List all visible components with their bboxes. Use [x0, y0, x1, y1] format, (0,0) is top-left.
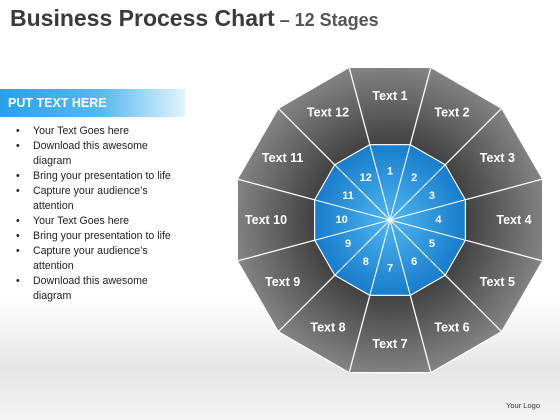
bullet-item: Capture your audience’s attention	[14, 244, 184, 274]
inner-label-1: 1	[387, 166, 393, 178]
inner-label-12: 12	[360, 172, 372, 184]
bullet-item: Download this awesome diagram	[14, 139, 184, 169]
outer-label-11: Text 11	[262, 151, 304, 165]
outer-label-2: Text 2	[434, 106, 469, 120]
sidebar-header: PUT TEXT HERE	[0, 89, 185, 117]
outer-label-10: Text 10	[245, 213, 287, 227]
outer-label-12: Text 12	[307, 106, 349, 120]
title-suffix: – 12 Stages	[274, 10, 379, 30]
bullet-item: Capture your audience’s attention	[14, 184, 184, 214]
outer-label-5: Text 5	[480, 275, 515, 289]
bullet-item: Download this awesome diagram	[14, 274, 184, 304]
outer-label-8: Text 8	[310, 320, 345, 334]
process-wheel-diagram: Text 1 Text 2 Text 3 Text 4 Text 5 Text 6 Text…	[236, 66, 544, 374]
outer-label-4: Text 4	[496, 213, 531, 227]
outer-label-3: Text 3	[480, 151, 515, 165]
bullet-item: Your Text Goes here	[14, 124, 184, 139]
slide-title: Business Process Chart – 12 Stages	[10, 5, 379, 32]
bullet-item: Bring your presentation to life	[14, 169, 184, 184]
inner-label-7: 7	[387, 262, 393, 274]
bullet-item: Bring your presentation to life	[14, 229, 184, 244]
inner-label-5: 5	[429, 238, 435, 250]
inner-label-2: 2	[411, 172, 417, 184]
outer-label-7: Text 7	[372, 337, 407, 351]
inner-label-3: 3	[429, 190, 435, 202]
inner-label-8: 8	[363, 256, 369, 268]
inner-label-4: 4	[435, 214, 442, 226]
inner-label-6: 6	[411, 256, 417, 268]
inner-label-9: 9	[345, 238, 351, 250]
outer-label-1: Text 1	[372, 89, 407, 103]
inner-label-10: 10	[335, 214, 347, 226]
logo-text: Your Logo	[506, 401, 540, 410]
outer-label-9: Text 9	[265, 275, 300, 289]
title-main: Business Process Chart	[10, 5, 275, 31]
bullet-item: Your Text Goes here	[14, 214, 184, 229]
bullet-list: Your Text Goes here Download this awesom…	[14, 124, 184, 304]
inner-segment-12	[333, 143, 391, 222]
outer-label-6: Text 6	[434, 320, 469, 334]
inner-label-11: 11	[342, 190, 354, 202]
